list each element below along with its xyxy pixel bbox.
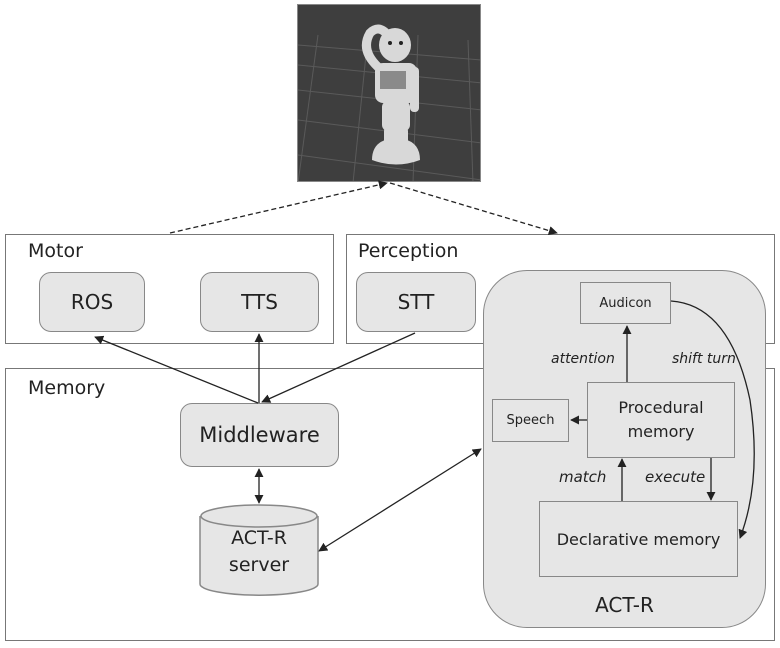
procedural-line1: Procedural [618,398,704,417]
actr-server-line1: ACT-R [231,527,287,549]
robot-eye [388,41,392,45]
speech-node: Speech [492,399,569,442]
robot-scene [298,24,480,181]
floor-grid [298,34,480,181]
attention-label: attention [551,351,615,367]
actr-server-node [199,504,319,596]
ros-node: ROS [39,272,145,332]
actr-server-label: ACT-R server [198,525,320,579]
robot-to-perception-arrow [389,182,558,236]
robot-figure [361,24,420,165]
actr-server-line2: server [228,554,290,576]
actr-title: ACT-R [595,593,654,617]
memory-title: Memory [28,377,106,399]
tts-node: TTS [200,272,319,332]
robot-image [297,4,481,182]
cylinder-top [200,504,318,528]
audicon-node: Audicon [580,282,671,324]
procedural-line2: memory [627,422,695,441]
cylinder-body [199,516,319,596]
declarative-memory-node: Declarative memory [539,501,738,577]
shift-turn-label: shift turn [672,351,736,367]
motor-to-robot-arrow [169,180,388,234]
match-label: match [559,468,607,486]
execute-label: execute [645,468,706,486]
stt-node: STT [356,272,476,332]
procedural-memory-node: Procedural memory [587,382,735,458]
middleware-node: Middleware [180,403,339,467]
perception-title: Perception [358,240,459,262]
motor-title: Motor [28,240,83,262]
robot-eye [399,41,403,45]
